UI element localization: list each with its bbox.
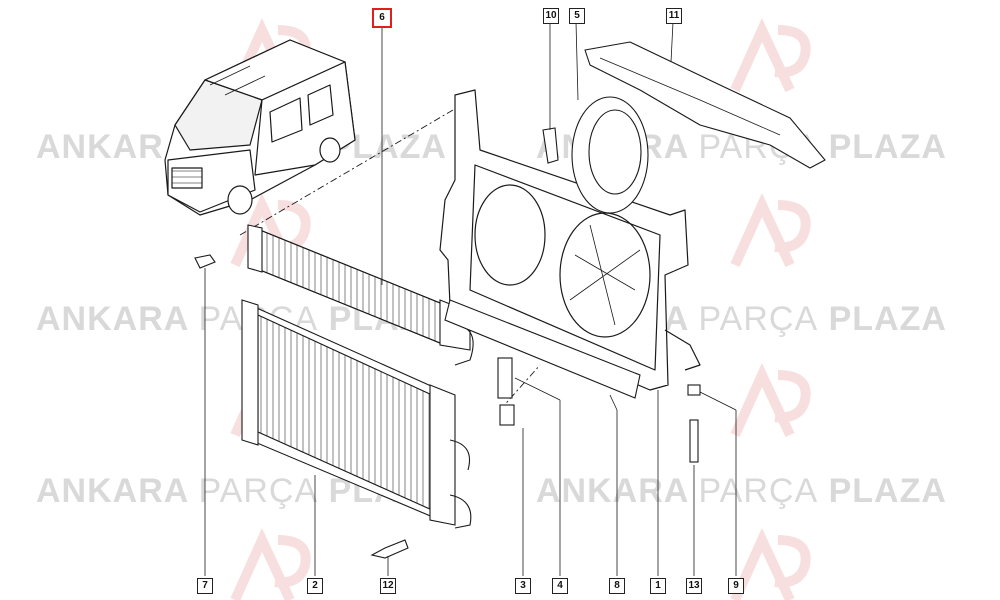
van-illustration <box>164 39 356 216</box>
callout-4[interactable]: 4 <box>552 578 568 594</box>
callout-6[interactable]: 6 <box>372 8 392 28</box>
callout-13[interactable]: 13 <box>686 578 702 594</box>
leader-lines <box>204 21 737 576</box>
callout-2[interactable]: 2 <box>307 578 323 594</box>
front-panel-frame <box>439 89 701 391</box>
fan-shroud <box>571 96 649 214</box>
radiator <box>241 299 472 529</box>
clip-bracket <box>542 127 559 164</box>
watermark-text: ANKARA PARÇA PLAZA <box>536 472 947 510</box>
callout-5[interactable]: 5 <box>569 8 585 24</box>
callout-10[interactable]: 10 <box>543 8 559 24</box>
callout-9[interactable]: 9 <box>728 578 744 594</box>
callout-1[interactable]: 1 <box>650 578 666 594</box>
callout-3[interactable]: 3 <box>515 578 531 594</box>
callout-12[interactable]: 12 <box>380 578 396 594</box>
bolt-and-nut-right <box>687 384 701 463</box>
callout-7[interactable]: 7 <box>197 578 213 594</box>
callout-11[interactable]: 11 <box>666 8 682 24</box>
callout-8[interactable]: 8 <box>609 578 625 594</box>
bolt-and-bush <box>497 357 515 426</box>
screws <box>194 254 409 559</box>
lower-air-guide <box>444 299 641 399</box>
air-guide-deflector <box>584 41 826 169</box>
